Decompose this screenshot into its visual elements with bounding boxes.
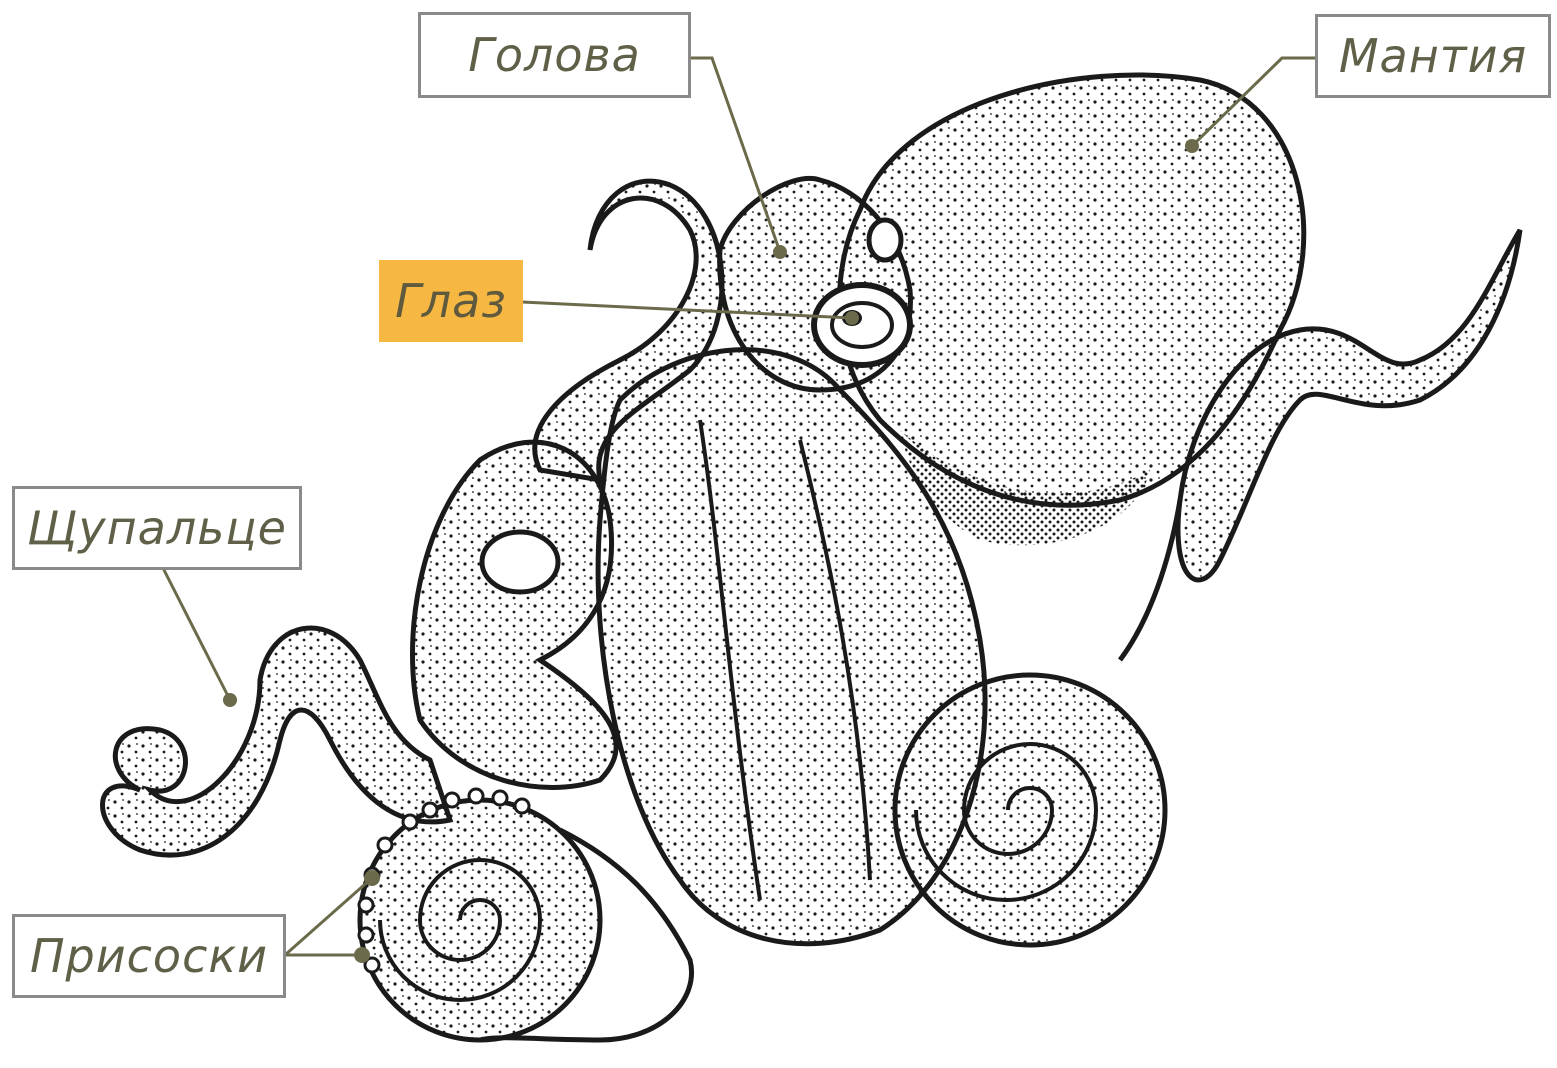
eye-label: Глаз	[379, 260, 523, 342]
head-dot	[773, 245, 787, 259]
head-label-text: Голова	[468, 28, 641, 82]
suckers-dot-2	[354, 947, 370, 963]
left-loop-tentacle	[413, 442, 617, 787]
tentacle-label-text: Щупальце	[27, 501, 287, 555]
mantle-label-text: Мантия	[1339, 29, 1527, 83]
tentacle-leader	[163, 568, 230, 700]
eye-label-text: Глаз	[395, 274, 507, 328]
mantle-label: Мантия	[1315, 14, 1551, 98]
mantle-dot	[1185, 139, 1199, 153]
loop-hole	[482, 532, 558, 592]
tentacle-dot	[223, 693, 237, 707]
suckers-dot-1	[364, 870, 380, 886]
far-left-tentacle	[103, 628, 451, 855]
eye-shape	[814, 285, 910, 365]
bottom-left-spiral	[360, 800, 600, 1040]
tentacle-label: Щупальце	[12, 486, 302, 570]
upper-eye-shape	[869, 220, 901, 260]
suckers-label-text: Присоски	[30, 929, 268, 983]
head-label: Голова	[418, 12, 691, 98]
bottom-right-spiral	[895, 675, 1165, 945]
suckers-label: Присоски	[12, 914, 286, 998]
eye-dot	[845, 311, 859, 325]
